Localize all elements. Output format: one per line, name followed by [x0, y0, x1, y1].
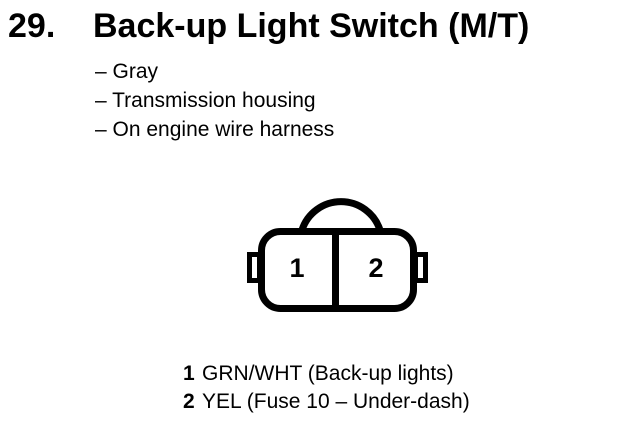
detail-harness: – On engine wire harness: [95, 118, 335, 141]
legend-pin-number: 1: [183, 362, 195, 385]
detail-connector-color: – Gray: [95, 60, 159, 83]
legend-row-1: 1 GRN/WHT (Back-up lights): [183, 360, 470, 388]
detail-list: – Gray – Transmission housing – On engin…: [95, 57, 334, 144]
pin-1-label: 1: [289, 253, 304, 283]
pin-legend: 1 GRN/WHT (Back-up lights) 2 YEL (Fuse 10 …: [183, 360, 470, 416]
page-title: Back-up Light Switch (M/T): [93, 7, 530, 45]
detail-location: – Transmission housing: [95, 89, 316, 112]
legend-pin-description: GRN/WHT (Back-up lights): [202, 362, 454, 385]
connector-latch-arc: [298, 198, 384, 232]
connector-diagram: 1 2: [247, 198, 428, 312]
legend-row-2: 2 YEL (Fuse 10 – Under-dash): [183, 388, 470, 416]
pin-2-label: 2: [368, 253, 383, 283]
section-number: 29.: [8, 7, 56, 45]
legend-pin-description: YEL (Fuse 10 – Under-dash): [202, 390, 470, 413]
legend-pin-number: 2: [183, 390, 195, 413]
